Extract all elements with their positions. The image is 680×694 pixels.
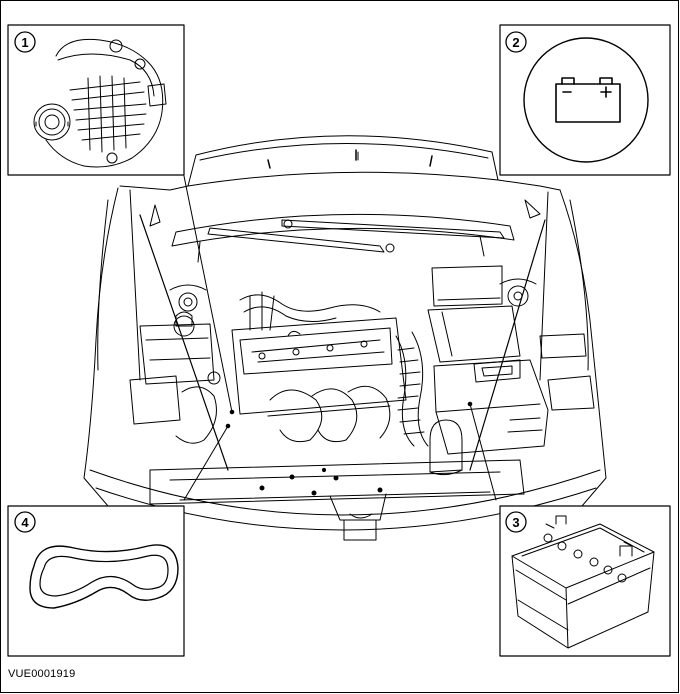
engine-bay bbox=[83, 135, 607, 541]
callout-number: 1 bbox=[21, 35, 28, 50]
cam-cover bbox=[239, 327, 393, 375]
callout-number: 2 bbox=[512, 35, 519, 50]
wiper-arm bbox=[281, 219, 505, 239]
callout-marker bbox=[14, 511, 36, 533]
callout-1: 1 bbox=[14, 31, 36, 53]
callout-number: 4 bbox=[21, 515, 29, 530]
coolant-tank bbox=[139, 323, 215, 385]
air-intake-duct bbox=[395, 331, 429, 447]
right-wing bbox=[499, 189, 607, 521]
callout-2: 2 bbox=[505, 31, 527, 53]
slam-panel bbox=[149, 459, 525, 505]
scuttle-panel bbox=[171, 213, 515, 247]
bonnet bbox=[187, 135, 499, 187]
intake-manifold bbox=[269, 385, 391, 443]
battery-icon bbox=[511, 515, 655, 649]
callout-marker bbox=[14, 31, 36, 53]
battery-symbol-icon bbox=[555, 77, 621, 123]
alternator-icon bbox=[33, 38, 167, 168]
air-filter-box bbox=[431, 265, 503, 307]
leader-line-4 bbox=[183, 425, 229, 501]
callout-marker bbox=[505, 511, 527, 533]
callout-number: 3 bbox=[512, 515, 519, 530]
inset-battery bbox=[499, 505, 671, 657]
callout-marker bbox=[505, 31, 527, 53]
callout-3: 3 bbox=[505, 511, 527, 533]
reference-code: VUE0001919 bbox=[8, 668, 76, 680]
warning-lamp-bezel bbox=[523, 37, 649, 163]
engine-block bbox=[231, 317, 407, 415]
inset-alternator bbox=[7, 24, 185, 176]
battery-cover bbox=[433, 359, 549, 455]
leader-line-1 bbox=[183, 175, 233, 413]
callout-4: 4 bbox=[14, 511, 36, 533]
inset-warning-lamp bbox=[499, 24, 671, 176]
inset-drive-belt bbox=[7, 505, 185, 657]
drive-belt-icon bbox=[29, 544, 179, 609]
leader-line-3 bbox=[469, 403, 497, 501]
left-wing bbox=[83, 187, 185, 521]
